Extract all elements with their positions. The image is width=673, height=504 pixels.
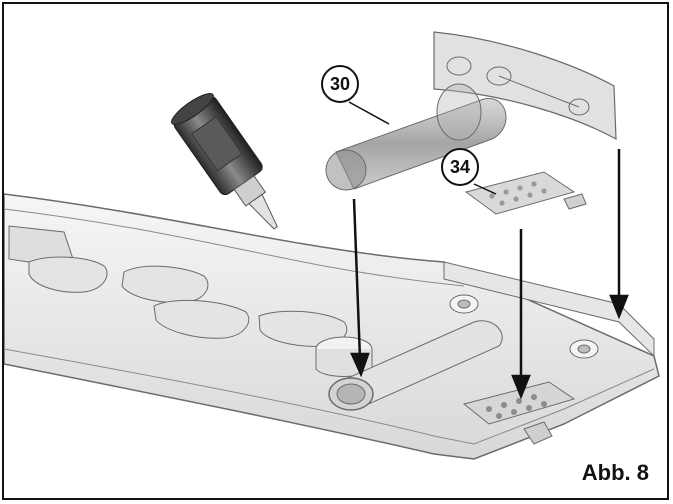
transparent-pipe-part-30 xyxy=(325,83,507,191)
glue-bottle-icon xyxy=(171,93,278,230)
down-arrow-icon xyxy=(350,198,370,378)
clip-pad-part-34 xyxy=(464,171,587,215)
frame-base-part xyxy=(4,193,660,460)
figure-frame: 30 34 Abb. 8 xyxy=(2,2,669,500)
assembly-diagram: 30 34 xyxy=(4,31,660,460)
transparent-bracket-plate xyxy=(433,31,617,141)
callout-number: 34 xyxy=(450,157,470,177)
down-arrow-icon xyxy=(609,149,629,320)
callout-30: 30 xyxy=(321,65,390,125)
callout-number: 30 xyxy=(330,74,350,94)
callout-34: 34 xyxy=(441,148,497,195)
figure-label: Abb. 8 xyxy=(581,460,649,485)
down-arrow-icon xyxy=(511,229,531,400)
